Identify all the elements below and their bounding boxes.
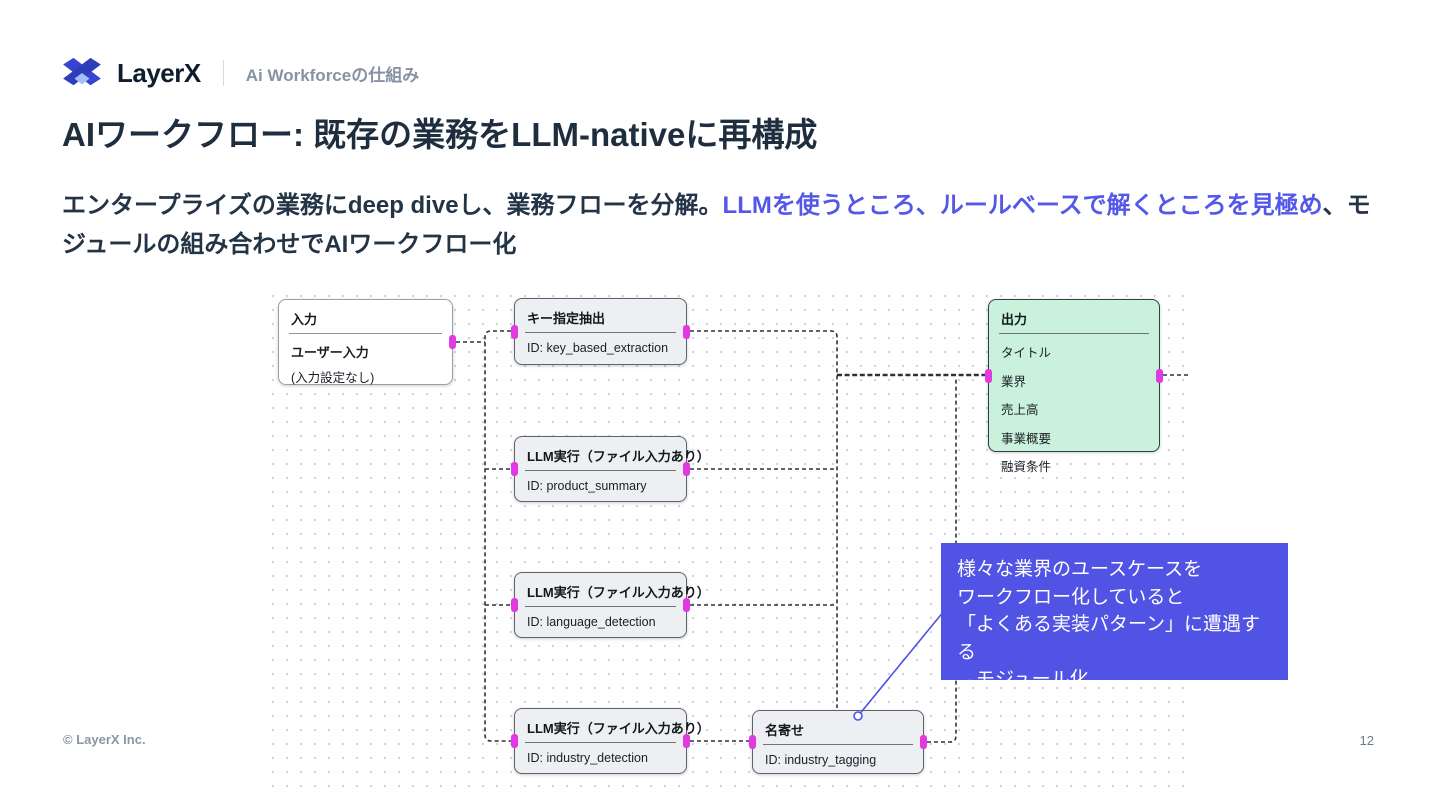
node-input-subline: (入力設定なし) [291,371,375,385]
connector-handle [1156,368,1163,383]
node-language-detection: LLM実行（ファイル入力あり） ID: language_detection [511,572,710,638]
connector-handle [683,324,690,339]
node-title: LLM実行（ファイル入力あり） [525,573,710,607]
header-section-label: Ai Workforceの仕組み [245,65,420,85]
subtitle-text-plain: エンタープライズの業務にdeep diveし、業務フローを分解。 [62,192,723,219]
node-id: ID: key_based_extraction [527,341,669,355]
subtitle-text-highlight: LLMを使うところ、ルールベースで解くところを見極め [722,192,1323,219]
header: LayerX Ai Workforceの仕組み [63,56,419,90]
connector-handle [683,598,690,612]
connector-handle [985,368,992,383]
node-id: ID: industry_tagging [765,753,877,767]
annotation-callout: 様々な業界のユースケースを ワークフロー化していると 「よくある実装パターン」に… [941,543,1288,690]
node-id: ID: language_detection [527,615,656,629]
connector-handle [511,598,518,612]
page-number: 12 [1359,733,1374,748]
header-divider [222,60,224,86]
node-id: ID: industry_detection [527,751,648,765]
node-title: 名寄せ [763,711,913,745]
connector-handle [920,735,927,749]
node-input: 入力 ユーザー入力 (入力設定なし) [278,299,456,385]
connector-handle [511,462,518,476]
callout-line: 様々な業界のユースケースを [957,559,1203,580]
connector-handle [511,734,518,748]
node-title: LLM実行（ファイル入力あり） [525,709,710,743]
brand-wordmark: LayerX [117,57,201,88]
output-field: 融資条件 [1001,460,1052,474]
node-key-based-extraction: キー指定抽出 ID: key_based_extraction [511,298,690,365]
output-field: タイトル [1001,346,1052,360]
subtitle: エンタープライズの業務にdeep diveし、業務フローを分解。LLMを使うとこ… [62,186,1384,264]
node-industry-tagging: 名寄せ ID: industry_tagging [749,710,927,774]
node-output: 出力 タイトル 業界 売上高 事業概要 融資条件 [985,299,1163,474]
node-id: ID: product_summary [527,479,647,493]
output-field: 事業概要 [1001,431,1052,446]
output-field: 業界 [1001,374,1027,389]
node-output-title: 出力 [999,300,1149,334]
callout-line: →モジュール化 [957,669,1089,690]
node-input-title: 入力 [289,300,442,334]
callout-line: 「よくある実装パターン」に遭遇する [957,614,1261,663]
node-input-line: ユーザー入力 [291,345,369,360]
subtitle-text-plain-2: 、モジュールの組み合わせでAIワークフロー化 [62,192,1371,258]
connector-handle [749,735,756,749]
callout-line: ワークフロー化していると [957,586,1185,608]
node-industry-detection: LLM実行（ファイル入力あり） ID: industry_detection [511,708,710,774]
node-title: LLM実行（ファイル入力あり） [525,437,710,471]
page-title: AIワークフロー: 既存の業務をLLM-nativeに再構成 [62,116,818,153]
node-title: キー指定抽出 [525,299,676,333]
connector-handle [683,462,690,476]
connector-handle [449,335,456,349]
connector-handle [683,734,690,748]
connector-handle [511,324,518,339]
node-product-summary: LLM実行（ファイル入力あり） ID: product_summary [511,436,710,502]
footer-copyright: © LayerX Inc. [63,732,146,747]
output-field: 売上高 [1001,403,1039,417]
layerx-logo-icon [63,57,101,86]
